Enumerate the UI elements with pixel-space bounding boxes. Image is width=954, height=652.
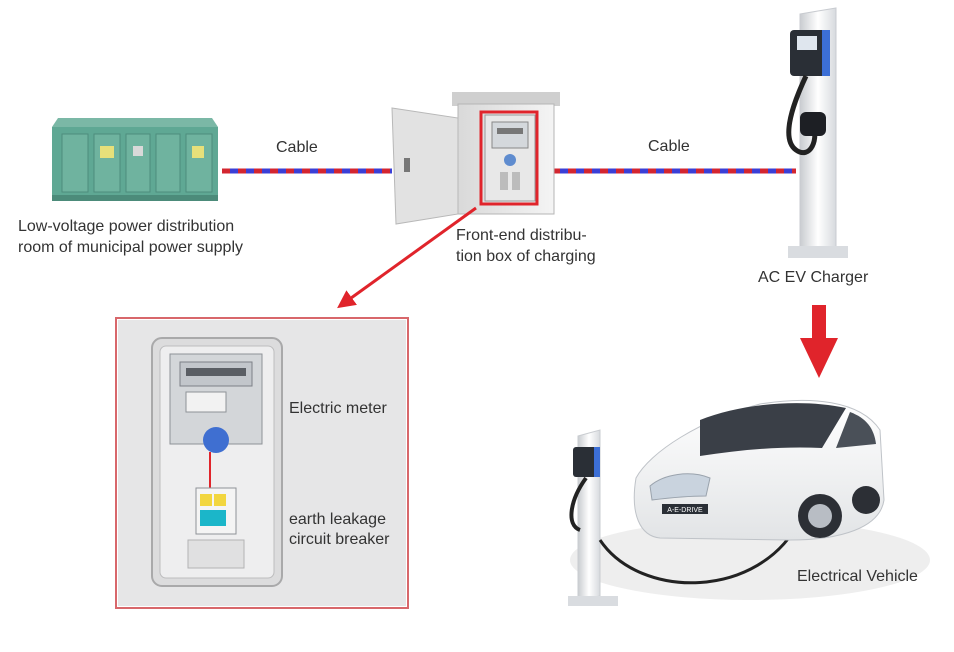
substation-label-line1: Low-voltage power distribution [18, 218, 235, 235]
distribution-box-icon [391, 92, 560, 225]
cable-right-label: Cable [648, 138, 690, 155]
charger-label: AC EV Charger [758, 269, 869, 286]
meter-box-detail [118, 320, 406, 606]
substation-label-line2: room of municipal power supply [18, 239, 243, 256]
down-arrow-icon [800, 305, 838, 378]
distbox-label-line2: tion box of charging [456, 248, 596, 265]
ac-charger-icon [786, 7, 848, 258]
vehicle-label: Electrical Vehicle [797, 568, 918, 585]
substation-icon [52, 118, 218, 201]
zoom-arrow [337, 206, 477, 309]
meter-label: Electric meter [289, 400, 387, 417]
electric-vehicle-icon: A-E-DRIVE [568, 399, 930, 606]
breaker-label-line2: circuit breaker [289, 531, 390, 548]
cable-left-label: Cable [276, 139, 318, 156]
detail-inset-frame [115, 317, 409, 609]
breaker-label-line1: earth leakage [289, 511, 386, 528]
distbox-label-line1: Front-end distribu- [456, 227, 587, 244]
license-plate: A-E-DRIVE [667, 507, 703, 514]
